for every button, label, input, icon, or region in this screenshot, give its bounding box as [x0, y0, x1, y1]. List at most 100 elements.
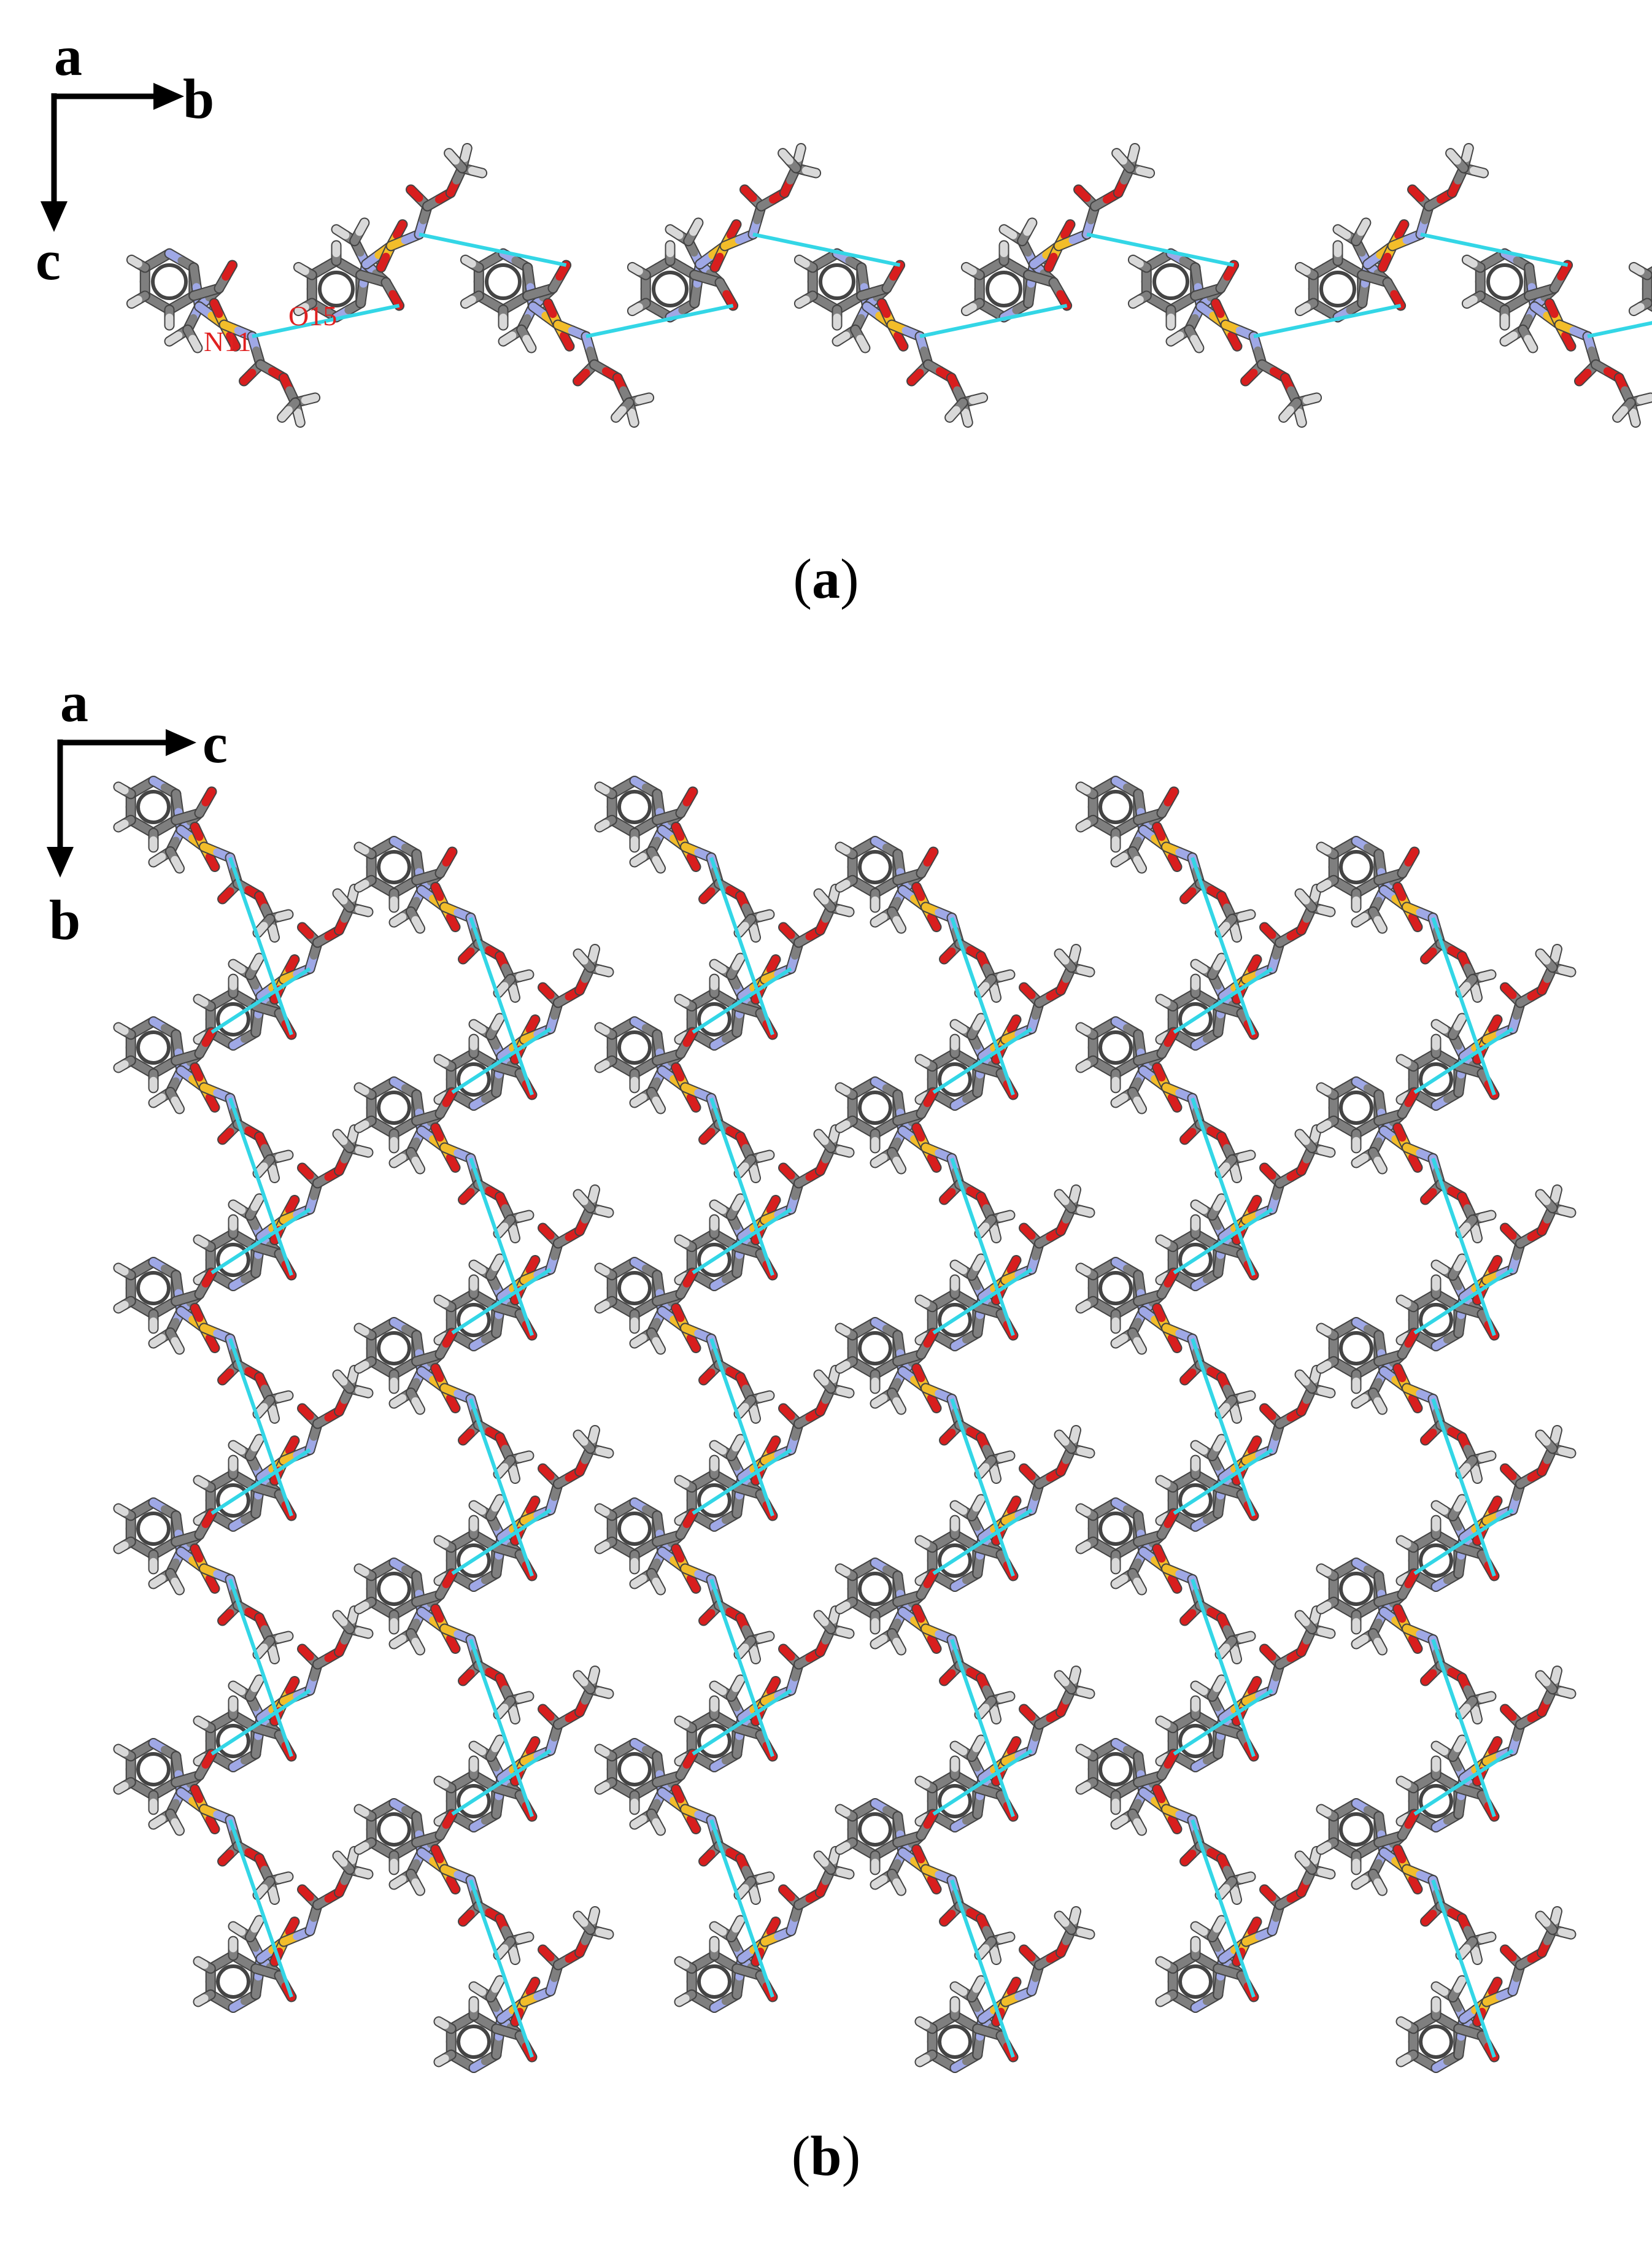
axis-indicator-a: a b c — [36, 25, 214, 292]
molecule — [113, 776, 294, 943]
molecule — [835, 1317, 1016, 1484]
molecule — [353, 1076, 535, 1243]
molecule — [1316, 1317, 1497, 1484]
molecule — [793, 248, 989, 428]
molecule — [594, 1016, 775, 1183]
crystal-packing-view: a c b — [47, 693, 1577, 2073]
hydrogen-bond — [451, 1027, 552, 1094]
axis-label-right: b — [183, 68, 214, 130]
atom-label-n11: N11 — [204, 326, 252, 357]
molecule — [594, 1257, 775, 1424]
hydrogen-bond — [932, 1027, 1033, 1094]
hydrogen-bond — [1173, 967, 1273, 1034]
molecule — [193, 884, 374, 1051]
molecule — [1461, 248, 1652, 428]
hydrogen-bond — [419, 232, 567, 267]
molecule — [835, 836, 1016, 1003]
hydrogen-bond — [950, 1639, 1015, 1817]
hydrogen-bond — [585, 304, 734, 339]
molecule — [1316, 1558, 1497, 1724]
panel-a: a b c N11 O15 (a) — [0, 0, 1652, 687]
hydrogen-bond — [451, 1267, 552, 1335]
hydrogen-bond — [1587, 321, 1652, 339]
molecule — [960, 143, 1156, 323]
molecule — [113, 1497, 294, 1664]
molecule — [353, 1317, 535, 1484]
hydrogen-bond — [228, 1578, 293, 1757]
molecule — [594, 1738, 775, 1905]
molecule — [1075, 1738, 1256, 1905]
hydrogen-bond — [1413, 1508, 1514, 1575]
panel-b: a c b (b) — [0, 693, 1652, 2251]
hydrogen-bond — [709, 1578, 774, 1757]
caption-a: (a) — [0, 546, 1652, 611]
molecule — [1316, 1798, 1497, 1965]
hydrogen-bond — [469, 1879, 534, 2058]
hydrogen-bond — [709, 1338, 774, 1516]
hydrogen-bond — [919, 304, 1068, 339]
caption-b-letter: b — [810, 2125, 842, 2187]
hydrogen-bond — [1420, 232, 1569, 267]
hydrogen-bond — [692, 1207, 792, 1275]
hydrogen-bond — [210, 967, 311, 1034]
molecule — [835, 1558, 1016, 1724]
molecule — [1395, 1666, 1577, 1832]
hydrogen-bond — [1413, 1748, 1514, 1816]
molecule — [1316, 836, 1497, 1003]
hydrogen-bond — [469, 917, 534, 1095]
molecule — [1155, 1365, 1336, 1532]
axis-label-down: b — [49, 889, 80, 951]
axis-indicator-b: a c b — [47, 693, 228, 951]
hydrogen-bond — [932, 1508, 1033, 1575]
molecule — [1395, 1184, 1577, 1351]
axis-label-corner: a — [54, 25, 82, 87]
molecule — [1075, 1016, 1256, 1183]
molecule — [1316, 1076, 1497, 1243]
molecule — [126, 248, 321, 428]
hydrogen-bond — [252, 304, 400, 339]
hydrogen-bond — [692, 1448, 792, 1515]
hydrogen-bond — [932, 1267, 1033, 1335]
hydrogen-bond — [1191, 1097, 1256, 1276]
hydrogen-bond — [451, 1508, 552, 1575]
molecule — [674, 1124, 855, 1291]
molecule — [353, 1798, 535, 1965]
axis-label-corner: a — [60, 693, 88, 733]
molecule — [914, 1906, 1095, 2073]
molecule — [1127, 248, 1322, 428]
hydrogen-bond — [1173, 1448, 1273, 1515]
molecule — [1294, 143, 1489, 323]
molecule-chain — [126, 143, 1652, 428]
caption-b-open: ( — [791, 2125, 811, 2187]
molecule — [353, 836, 535, 1003]
hydrogen-bond — [950, 1879, 1015, 2058]
hydrogen-bond — [950, 1157, 1015, 1336]
hydrogen-bond — [228, 1819, 293, 1998]
hydrogen-bond — [752, 232, 901, 267]
hydrogen-bond — [1086, 232, 1235, 267]
hydrogen-bond — [1413, 1027, 1514, 1094]
hydrogen-bond — [1173, 1207, 1273, 1275]
hydrogen-bond — [210, 1448, 311, 1515]
hydrogen-bond — [1191, 1578, 1256, 1757]
caption-a-open: ( — [793, 547, 812, 610]
hydrogen-bond — [1431, 1157, 1496, 1336]
molecule — [594, 1497, 775, 1664]
molecule — [193, 1846, 374, 2013]
molecule — [1075, 1497, 1256, 1664]
hydrogen-bond — [210, 1688, 311, 1756]
hydrogen-bond — [228, 1097, 293, 1276]
molecule — [1395, 944, 1577, 1111]
hydrogen-bond — [1431, 1879, 1496, 2058]
molecule — [353, 1558, 535, 1724]
hydrogen-bond — [1191, 1819, 1256, 1998]
hydrogen-bond — [228, 857, 293, 1035]
molecule — [1628, 261, 1652, 317]
hydrogen-bond — [692, 1688, 792, 1756]
hydrogen-bond — [469, 1157, 534, 1336]
molecule — [193, 1605, 374, 1772]
molecule-packing — [113, 776, 1577, 2073]
molecule — [433, 1906, 614, 2073]
molecule — [835, 1076, 1016, 1243]
hydrogen-bond — [709, 1819, 774, 1998]
